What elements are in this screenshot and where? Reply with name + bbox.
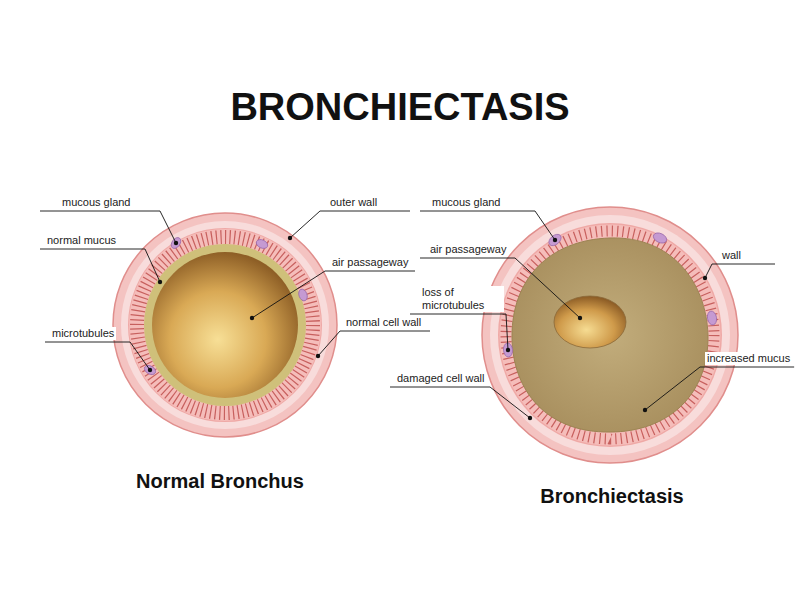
part-label: wall [720,249,743,262]
figure-caption: Normal Bronchus [136,470,304,493]
normal-bronchus [113,213,337,437]
label-underline [420,211,535,212]
label-underline [340,331,430,332]
part-label: mucous gland [430,196,503,209]
label-underline [40,249,145,250]
part-label: microtubules [50,327,116,340]
leader-dot [578,316,582,320]
leader-dot [148,368,152,372]
label-underline [410,314,506,315]
leader-line [645,367,700,410]
label-underline [390,387,490,388]
bronchiectasis-bronchus [482,207,738,463]
leader-line [145,249,160,282]
leader-line [290,211,320,238]
figure-caption: Bronchiectasis [540,485,683,508]
part-label: normal mucus [45,234,118,247]
leader-line [318,331,340,356]
part-label: outer wall [328,196,379,209]
label-underline [40,211,160,212]
part-label: damaged cell wall [395,372,486,385]
leader-dot [288,236,292,240]
leader-dot [316,354,320,358]
label-underline [45,342,130,343]
part-label: increased mucus [705,352,792,365]
label-underline [320,211,410,212]
leader-line [252,271,325,318]
leader-line [490,387,530,418]
leader-line [515,258,580,318]
leader-line [506,314,508,350]
leader-dot [553,238,557,242]
diagram-title: BRONCHIECTASIS [0,86,800,129]
part-label: loss of microtubules [420,286,504,312]
part-label: normal cell wall [344,316,423,329]
leader-dot [506,348,510,352]
label-underline [420,258,515,259]
leader-line [705,264,712,278]
leader-dot [250,316,254,320]
leader-dot [158,280,162,284]
part-label: mucous gland [60,196,133,209]
leader-dot [703,276,707,280]
label-underline [700,367,794,368]
label-underline [325,271,415,272]
leader-line [160,211,176,243]
leader-dot [528,416,532,420]
leader-dot [643,408,647,412]
part-label: air passageway [330,256,410,269]
leader-line [535,211,555,240]
label-underline [712,264,775,265]
leader-dot [174,241,178,245]
part-label: air passageway [428,243,508,256]
leader-line [130,342,150,370]
